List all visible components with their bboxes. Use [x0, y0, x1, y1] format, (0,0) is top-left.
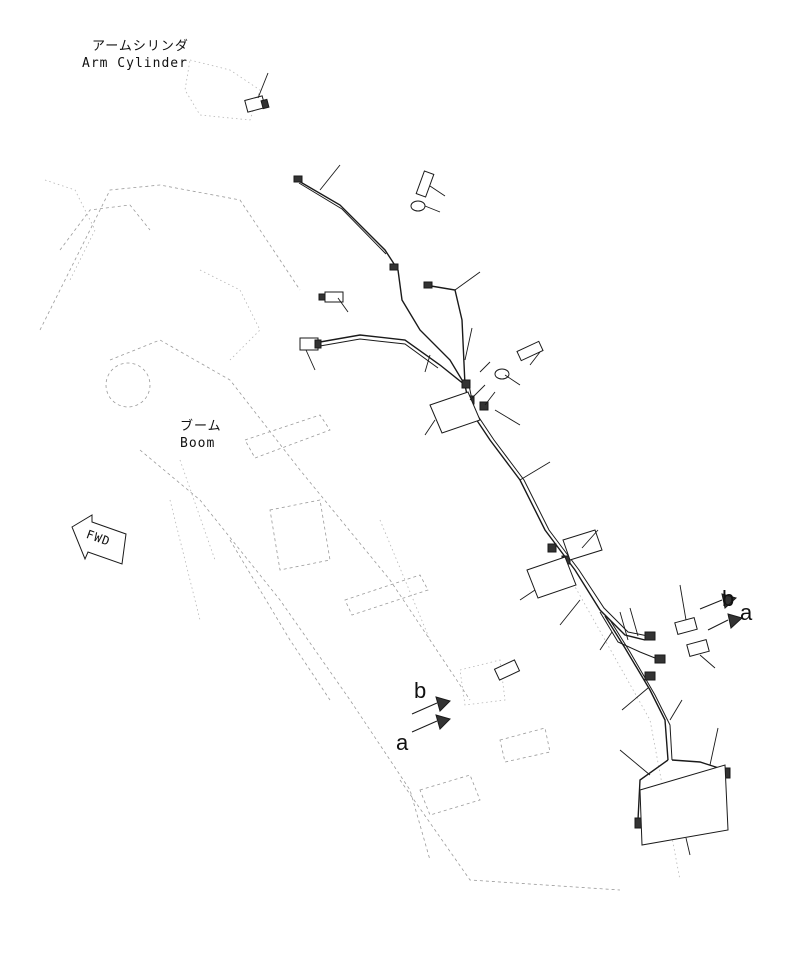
clamp-plates	[429, 391, 729, 846]
detail-a-label-left: a	[396, 730, 409, 755]
boom-label-en: Boom	[180, 436, 216, 451]
leader-lines	[305, 164, 719, 856]
harness-connectors	[293, 175, 731, 829]
boom-label-jp: ブーム	[180, 419, 222, 434]
arm-cylinder-label-jp: アームシリンダ	[92, 39, 189, 54]
arm-cylinder-label-en: Arm Cylinder	[82, 56, 188, 71]
boom-ghost-outline	[39, 59, 681, 891]
detail-b-label-left: b	[414, 678, 427, 703]
detail-arrows	[411, 593, 744, 733]
detail-a-label-right: a	[740, 600, 753, 625]
bolts-washers	[410, 170, 544, 380]
main-harness	[296, 179, 726, 821]
arm-cylinder-sensor	[244, 72, 270, 113]
fwd-arrow	[71, 514, 127, 565]
detail-b-label-right: b	[722, 586, 735, 611]
